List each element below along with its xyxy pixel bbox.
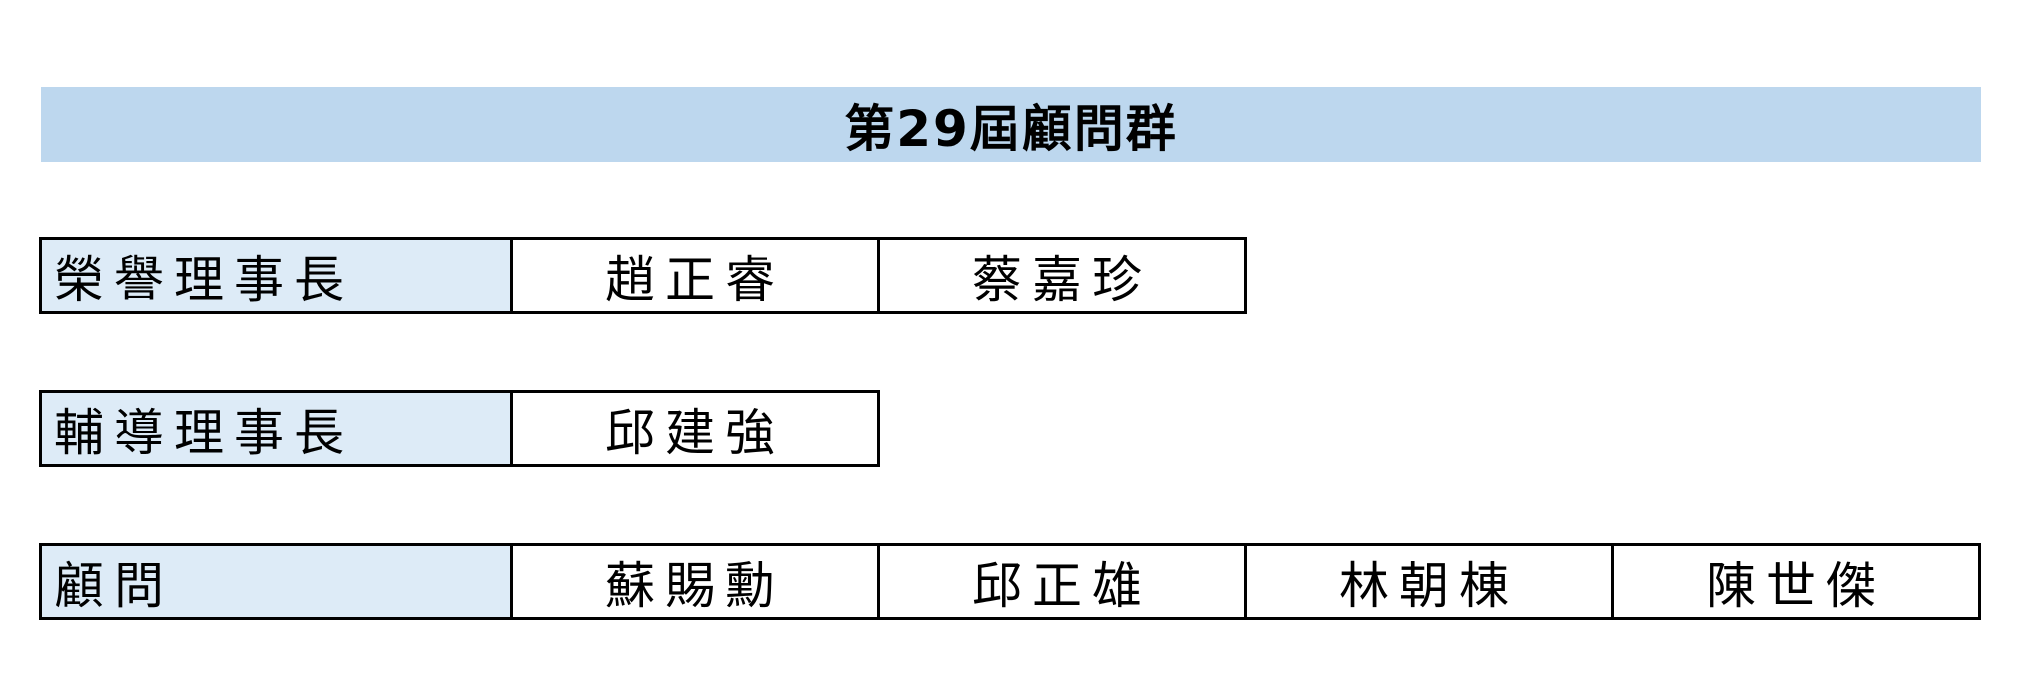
member-name: 邱正雄 bbox=[877, 543, 1247, 620]
member-name: 蔡嘉珍 bbox=[877, 237, 1247, 314]
member-name: 趙正睿 bbox=[510, 237, 880, 314]
member-name: 林朝棟 bbox=[1244, 543, 1614, 620]
page-title: 第29屆顧問群 bbox=[844, 99, 1178, 158]
member-name: 陳世傑 bbox=[1611, 543, 1981, 620]
role-label-advisory-chairman: 輔導理事長 bbox=[39, 390, 513, 467]
advisors-row: 顧問 蘇賜勳 邱正雄 林朝棟 陳世傑 bbox=[39, 543, 1981, 620]
member-name: 邱建強 bbox=[510, 390, 880, 467]
role-label-advisors: 顧問 bbox=[39, 543, 513, 620]
member-name: 蘇賜勳 bbox=[510, 543, 880, 620]
advisory-chairman-row: 輔導理事長 邱建強 bbox=[39, 390, 880, 467]
title-banner: 第29屆顧問群 bbox=[41, 87, 1981, 162]
role-label-honorary-chairman: 榮譽理事長 bbox=[39, 237, 513, 314]
honorary-chairman-row: 榮譽理事長 趙正睿 蔡嘉珍 bbox=[39, 237, 1247, 314]
